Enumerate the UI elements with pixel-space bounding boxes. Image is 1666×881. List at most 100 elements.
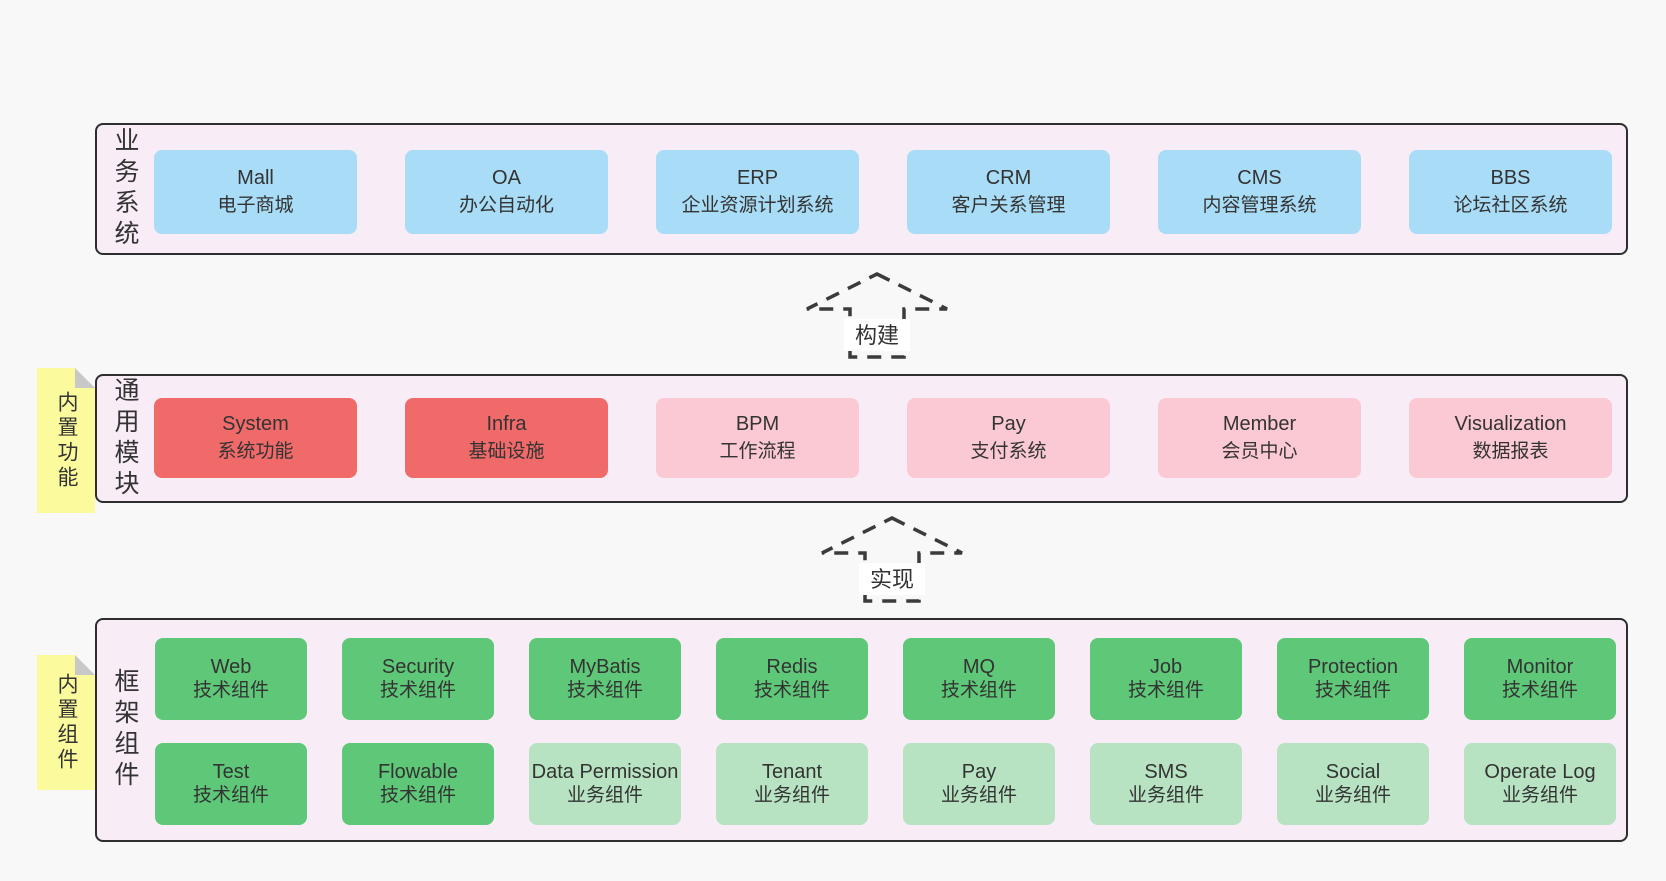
box-title: Web bbox=[210, 656, 252, 678]
implement-arrow: 实现 bbox=[821, 516, 963, 603]
box-test: Test 技术组件 bbox=[155, 743, 307, 825]
box-pay-system: Pay 支付系统 bbox=[907, 398, 1110, 478]
box-subtitle: 技术组件 bbox=[192, 680, 269, 701]
box-sms: SMS 业务组件 bbox=[1090, 743, 1242, 825]
box-mall: Mall 电子商城 bbox=[154, 150, 357, 234]
framework-box-row-1: Web 技术组件 Security 技术组件 MyBatis 技术组件 Redi… bbox=[155, 638, 1616, 720]
box-title: Infra bbox=[486, 413, 527, 435]
arrow-label-bg bbox=[859, 563, 925, 595]
box-oa: OA 办公自动化 bbox=[405, 150, 608, 234]
sticky-note-built-in-features: 内置功能 bbox=[37, 368, 95, 513]
box-subtitle: 技术组件 bbox=[192, 785, 269, 806]
box-title: System bbox=[222, 413, 289, 435]
box-subtitle: 技术组件 bbox=[753, 680, 830, 701]
box-subtitle: 系统功能 bbox=[217, 441, 294, 462]
box-subtitle: 办公自动化 bbox=[458, 195, 554, 216]
box-title: SMS bbox=[1144, 761, 1188, 783]
box-job: Job 技术组件 bbox=[1090, 638, 1242, 720]
box-title: Monitor bbox=[1506, 656, 1574, 678]
sticky-label: 内置组件 bbox=[55, 672, 78, 773]
box-title: Job bbox=[1149, 656, 1183, 678]
box-subtitle: 会员中心 bbox=[1221, 441, 1298, 462]
sticky-note-built-in-components: 内置组件 bbox=[37, 655, 95, 790]
box-operate-log: Operate Log 业务组件 bbox=[1464, 743, 1616, 825]
box-crm: CRM 客户关系管理 bbox=[907, 150, 1110, 234]
box-subtitle: 客户关系管理 bbox=[951, 195, 1066, 216]
box-bbs: BBS 论坛社区系统 bbox=[1409, 150, 1612, 234]
box-security: Security 技术组件 bbox=[342, 638, 494, 720]
arrow-label: 构建 bbox=[855, 323, 899, 348]
box-title: Protection bbox=[1307, 656, 1399, 678]
band-business-systems: 业务系统 Mall 电子商城 OA 办公自动化 ERP 企业资源计划系统 CRM… bbox=[95, 123, 1628, 255]
box-subtitle: 业务组件 bbox=[1127, 785, 1204, 806]
box-subtitle: 工作流程 bbox=[719, 441, 796, 462]
box-title: Redis bbox=[766, 656, 818, 678]
box-protection: Protection 技术组件 bbox=[1277, 638, 1429, 720]
box-mybatis: MyBatis 技术组件 bbox=[529, 638, 681, 720]
box-member: Member 会员中心 bbox=[1158, 398, 1361, 478]
box-redis: Redis 技术组件 bbox=[716, 638, 868, 720]
band-framework-components: 框架组件 Web 技术组件 Security 技术组件 MyBatis 技术组件… bbox=[95, 618, 1628, 842]
box-web: Web 技术组件 bbox=[155, 638, 307, 720]
framework-box-row-2: Test 技术组件 Flowable 技术组件 Data Permission … bbox=[155, 743, 1616, 825]
box-subtitle: 业务组件 bbox=[940, 785, 1017, 806]
band-label-business-systems: 业务系统 bbox=[111, 127, 139, 251]
folded-corner bbox=[75, 368, 95, 388]
modules-box-row: System 系统功能 Infra 基础设施 BPM 工作流程 Pay 支付系统… bbox=[154, 398, 1612, 478]
box-title: OA bbox=[492, 167, 521, 189]
box-pay-component: Pay 业务组件 bbox=[903, 743, 1055, 825]
box-tenant: Tenant 业务组件 bbox=[716, 743, 868, 825]
build-arrow: 构建 bbox=[806, 272, 948, 359]
box-monitor: Monitor 技术组件 bbox=[1464, 638, 1616, 720]
box-visualization: Visualization 数据报表 bbox=[1409, 398, 1612, 478]
box-subtitle: 技术组件 bbox=[1127, 680, 1204, 701]
box-subtitle: 内容管理系统 bbox=[1202, 195, 1317, 216]
band-common-modules: 通用模块 System 系统功能 Infra 基础设施 BPM 工作流程 Pay… bbox=[95, 374, 1628, 503]
box-data-permission: Data Permission 业务组件 bbox=[529, 743, 681, 825]
box-title: Pay bbox=[961, 761, 997, 783]
box-title: Tenant bbox=[761, 761, 823, 783]
arrow-label: 实现 bbox=[870, 567, 914, 592]
band-label-common-modules: 通用模块 bbox=[111, 376, 139, 501]
box-subtitle: 企业资源计划系统 bbox=[681, 195, 834, 216]
arrow-label-bg bbox=[844, 319, 910, 351]
box-social: Social 业务组件 bbox=[1277, 743, 1429, 825]
business-box-row: Mall 电子商城 OA 办公自动化 ERP 企业资源计划系统 CRM 客户关系… bbox=[154, 150, 1612, 234]
band-label-framework-components: 框架组件 bbox=[111, 668, 139, 792]
box-infra: Infra 基础设施 bbox=[405, 398, 608, 478]
box-subtitle: 业务组件 bbox=[753, 785, 830, 806]
box-title: CRM bbox=[985, 167, 1032, 189]
box-bpm: BPM 工作流程 bbox=[656, 398, 859, 478]
box-title: Security bbox=[381, 656, 455, 678]
box-subtitle: 技术组件 bbox=[379, 785, 456, 806]
box-title: Operate Log bbox=[1484, 761, 1596, 783]
box-title: Pay bbox=[991, 413, 1026, 435]
box-title: Visualization bbox=[1454, 413, 1567, 435]
box-title: MQ bbox=[962, 656, 996, 678]
box-title: Test bbox=[212, 761, 250, 783]
box-subtitle: 论坛社区系统 bbox=[1453, 195, 1568, 216]
box-subtitle: 技术组件 bbox=[1314, 680, 1391, 701]
box-subtitle: 支付系统 bbox=[970, 441, 1047, 462]
box-subtitle: 数据报表 bbox=[1472, 441, 1549, 462]
box-title: BBS bbox=[1490, 167, 1531, 189]
box-subtitle: 基础设施 bbox=[468, 441, 545, 462]
box-subtitle: 技术组件 bbox=[940, 680, 1017, 701]
box-subtitle: 技术组件 bbox=[1501, 680, 1578, 701]
box-subtitle: 技术组件 bbox=[379, 680, 456, 701]
box-erp: ERP 企业资源计划系统 bbox=[656, 150, 859, 234]
box-flowable: Flowable 技术组件 bbox=[342, 743, 494, 825]
sticky-label: 内置功能 bbox=[55, 390, 78, 491]
folded-corner bbox=[75, 655, 95, 675]
box-subtitle: 技术组件 bbox=[566, 680, 643, 701]
box-title: Data Permission bbox=[531, 761, 679, 783]
box-subtitle: 业务组件 bbox=[566, 785, 643, 806]
box-title: BPM bbox=[735, 413, 780, 435]
box-title: Member bbox=[1222, 413, 1297, 435]
box-system: System 系统功能 bbox=[154, 398, 357, 478]
box-title: ERP bbox=[736, 167, 779, 189]
box-title: Flowable bbox=[377, 761, 459, 783]
box-mq: MQ 技术组件 bbox=[903, 638, 1055, 720]
box-subtitle: 电子商城 bbox=[217, 195, 294, 216]
